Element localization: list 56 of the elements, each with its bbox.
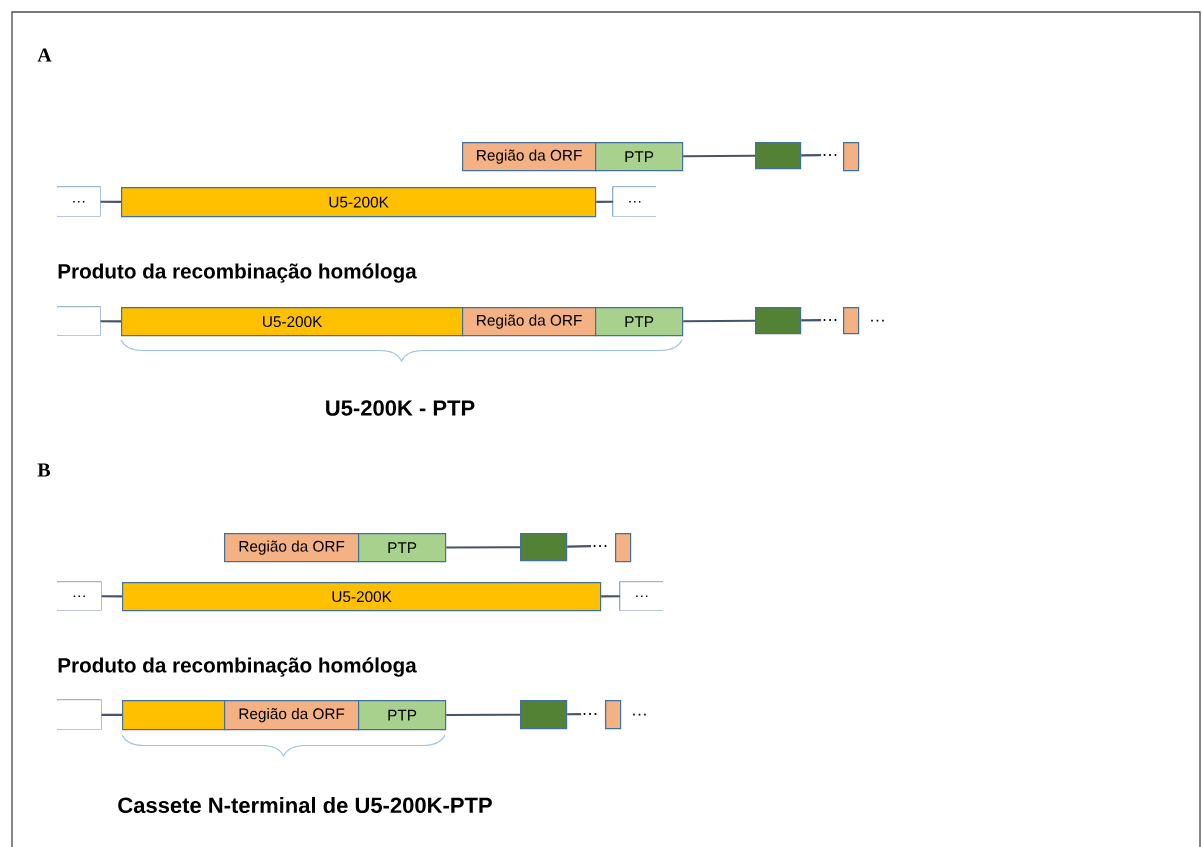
panel-letter: A	[37, 48, 52, 62]
connector-line	[567, 713, 582, 716]
gene-box	[755, 307, 802, 335]
connector-line	[801, 319, 822, 322]
section-heading: Produto da recombinação homóloga	[58, 657, 417, 677]
connector-line	[683, 319, 756, 323]
connector-line	[446, 713, 520, 716]
ellipsis-text: …	[633, 713, 646, 716]
gene-box: Região da ORF	[462, 142, 597, 172]
gene-box	[755, 142, 802, 170]
node-label: …	[73, 200, 85, 203]
gene-box: …	[612, 186, 657, 217]
node-label: …	[636, 595, 648, 598]
connector-line	[446, 546, 520, 549]
gene-box: U5-200K	[121, 187, 597, 218]
connector-line	[100, 320, 121, 323]
gene-box: …	[56, 186, 101, 217]
gene-box	[122, 700, 226, 731]
gene-box	[520, 533, 568, 562]
connector-line	[601, 595, 620, 598]
connector-line	[101, 713, 122, 716]
gene-box	[56, 699, 102, 730]
bracket-label: Cassete N-terminal de U5-200K-PTP	[118, 796, 492, 814]
bracket-label: U5-200K - PTP	[326, 400, 475, 416]
node-label: …	[629, 200, 641, 203]
connector-line	[683, 154, 755, 158]
panel-letter: B	[37, 463, 51, 477]
gene-box: …	[56, 581, 102, 611]
connector-line	[100, 200, 121, 203]
ellipsis-text: …	[593, 545, 607, 547]
gene-box	[615, 533, 632, 563]
connector-line	[567, 545, 592, 548]
gene-box: Região da ORF	[224, 700, 360, 731]
gene-box: PTP	[358, 700, 447, 731]
connector-line	[801, 154, 822, 157]
gene-box	[843, 142, 860, 172]
gene-box	[605, 700, 622, 730]
ellipsis-text: …	[823, 154, 837, 156]
node-label: …	[73, 595, 85, 598]
ellipsis-text: …	[583, 713, 597, 715]
gene-box: PTP	[595, 307, 684, 337]
gene-box: …	[619, 581, 664, 611]
ellipsis-text: …	[823, 319, 837, 321]
gene-box: U5-200K	[121, 307, 464, 337]
connector-line	[596, 200, 613, 203]
gene-box: Região da ORF	[462, 307, 597, 337]
gene-box: Região da ORF	[224, 533, 360, 563]
gene-box	[520, 700, 568, 730]
section-heading: Produto da recombinação homóloga	[58, 263, 417, 283]
gene-box: PTP	[595, 142, 684, 172]
gene-box: PTP	[358, 533, 447, 563]
gene-box	[843, 307, 860, 335]
connector-line	[101, 595, 122, 598]
ellipsis-text: …	[871, 319, 884, 322]
gene-box: U5-200K	[122, 582, 602, 612]
gene-box	[56, 306, 101, 336]
